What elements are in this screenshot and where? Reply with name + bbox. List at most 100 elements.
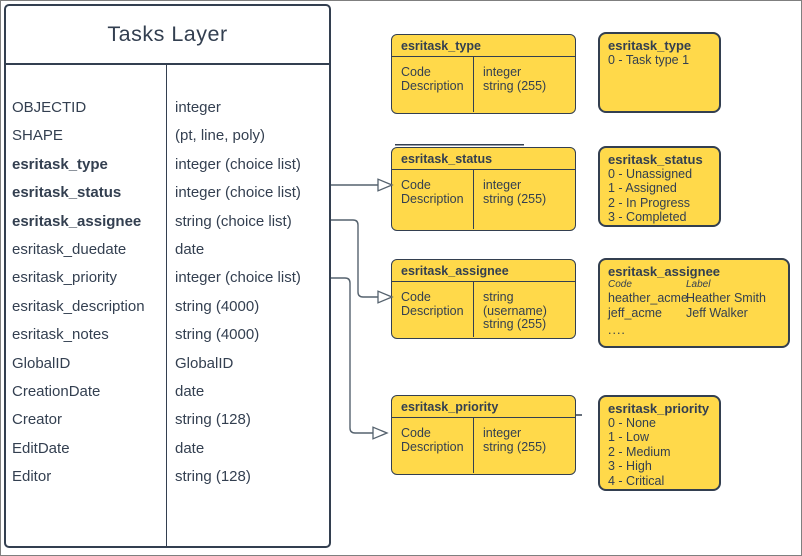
value-list-item: 2 - Medium [608,444,671,459]
value-list-row: heather_acme Heather Smith [608,291,780,306]
value-list-title: esritask_type [608,38,692,53]
field-name: esritask_priority [12,269,118,287]
value-list-esritask-status: esritask_status 0 - Unassigned 1 - Assig… [598,146,721,227]
value-list-item: 0 - Task type 1 [608,53,690,67]
value-list-esritask-priority: esritask_priority 0 - None 1 - Low 2 - M… [598,395,721,491]
column-header-code: Code [608,279,632,290]
value-list-item: 1 - Low [608,430,649,445]
field-name: esritask_type [12,155,108,173]
field-name: GlobalID [12,354,71,372]
value-list-item: 1 - Assigned [608,181,677,196]
domain-field-name: Code [401,290,431,304]
column-header-label: Label [686,279,711,290]
value-list-item: 0 - Unassigned [608,167,693,181]
field-type: string (128) [175,411,251,429]
value-list-esritask-assignee: esritask_assignee Code Label heather_acm… [598,258,790,348]
domain-field-type: integer [483,178,522,192]
field-name: Editor [12,468,52,486]
field-type: integer (choice list) [175,155,301,173]
domain-field-name: Description [401,78,464,93]
connector-assignee-arrowhead [377,290,394,304]
value-list-item: 2 - In Progress [608,195,690,210]
column-divider [166,65,167,548]
field-type: date [175,439,205,457]
value-list-column-headers: Code Label [608,279,780,291]
domain-table-title: esritask_assignee [392,260,575,282]
connector-assignee-line [331,219,378,298]
assignee-code: heather_acme [608,291,688,305]
field-type: string (4000) [175,297,260,315]
field-type: integer (choice list) [175,269,301,287]
field-row: esritask_priority integer (choice list) [6,264,329,292]
field-row: esritask_type integer (choice list) [6,151,329,179]
field-type: date [175,382,205,400]
field-name: Creator [12,411,63,429]
field-row: esritask_assignee string (choice list) [6,208,329,236]
field-name: esritask_duedate [12,240,127,258]
domain-field-type: string (255) [483,78,547,93]
field-type: (pt, line, poly) [175,127,266,145]
field-type: string (choice list) [175,212,292,230]
tasks-layer-title: Tasks Layer [6,6,329,65]
value-list-item: 0 - None [608,416,656,430]
assignee-label: Jeff Walker [686,306,748,321]
field-row: GlobalID GlobalID [6,350,329,378]
domain-field-type: string (255) [483,317,547,332]
value-list-esritask-type: esritask_type 0 - Task type 1 [598,32,721,113]
value-list-item: 4 - Critical [608,473,665,488]
value-list-item: 3 - Completed [608,210,687,225]
domain-table-title: esritask_priority [392,396,575,418]
field-name: esritask_notes [12,326,109,344]
domain-field-name: Description [401,191,464,206]
connector-priority-arrowhead [372,426,389,440]
domain-field-name: Code [401,178,431,192]
field-row: esritask_duedate date [6,236,329,264]
field-rows: OBJECTID integer SHAPE (pt, line, poly) es… [6,65,329,491]
value-list-title: esritask_priority [608,401,710,416]
field-type: date [175,240,205,258]
connector-priority-line [331,277,373,434]
domain-field-type: string (255) [483,439,547,454]
domain-field-name: Code [401,426,431,440]
domain-field-type: string (255) [483,191,547,206]
field-name: EditDate [12,439,70,457]
field-row: Creator string (128) [6,406,329,434]
field-type: string (4000) [175,326,260,344]
domain-field-name: Description [401,303,464,318]
field-row: esritask_status integer (choice list) [6,179,329,207]
domain-field-type: integer [483,426,522,440]
value-list-title: esritask_status [608,152,703,167]
field-type: integer (choice list) [175,184,301,202]
connector-status-arrowhead [377,178,394,192]
field-row: SHAPE (pt, line, poly) [6,122,329,150]
domain-field-name: Code [401,65,431,79]
domain-field-type: integer [483,65,522,79]
domain-table-title: esritask_status [392,148,575,170]
field-row: OBJECTID integer [6,94,329,122]
field-type: GlobalID [175,354,234,372]
assignee-label: Heather Smith [686,291,766,305]
domain-table-title: esritask_type [392,35,575,57]
field-name: SHAPE [12,127,63,145]
domain-field-name: Description [401,439,464,454]
value-list-ellipsis: .... [608,323,626,338]
tasks-layer-table: Tasks Layer OBJECTID integer SHAPE (pt, li… [4,4,331,548]
field-name: OBJECTID [12,99,87,116]
domain-field-type: string (username) [483,290,547,318]
field-name: esritask_assignee [12,212,142,230]
field-type: integer [175,99,221,116]
field-row: CreationDate date [6,378,329,406]
field-type: string (128) [175,468,251,486]
field-name: CreationDate [12,382,101,400]
field-name: esritask_status [12,184,122,202]
